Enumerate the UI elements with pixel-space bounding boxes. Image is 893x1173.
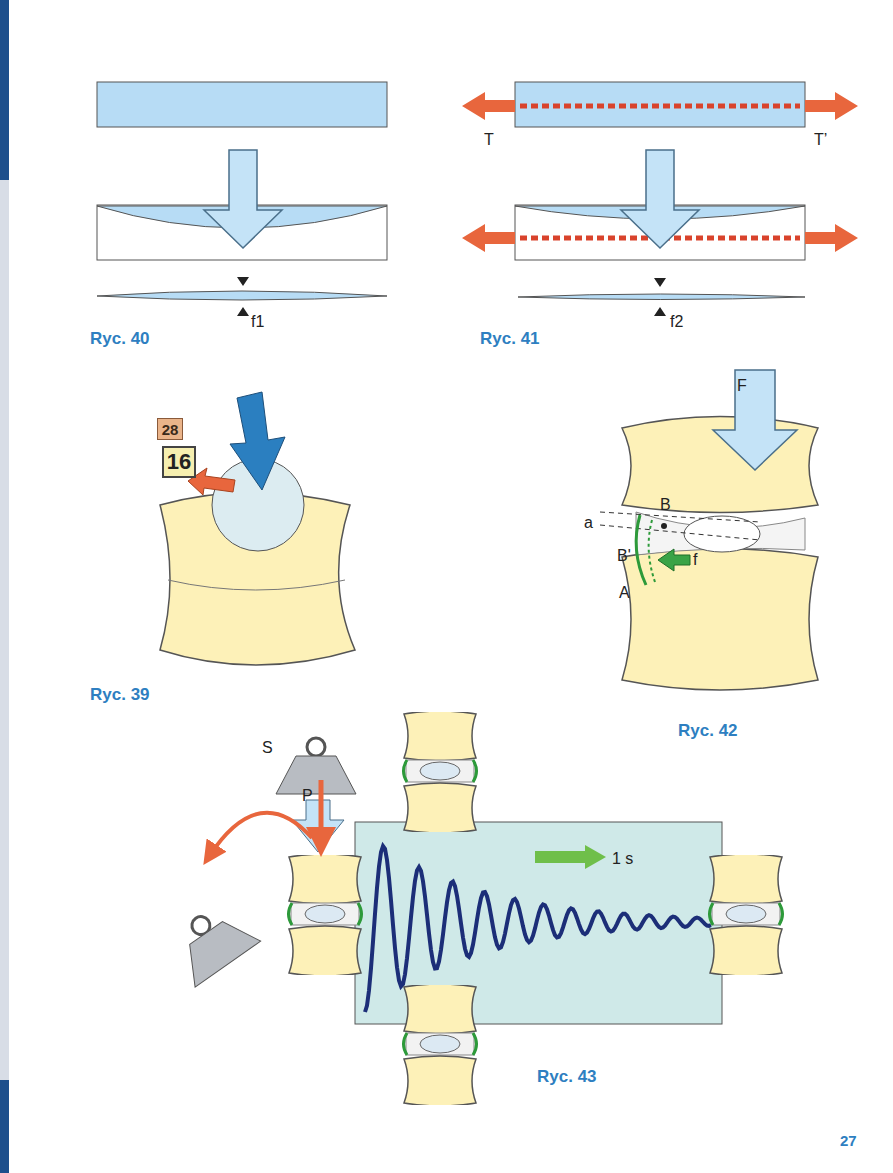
symbol-label: A <box>619 585 630 601</box>
tag-number: 28 <box>162 422 179 437</box>
symbol-label: B <box>660 497 671 513</box>
figure-caption: Ryc. 40 <box>90 330 150 347</box>
symbol-label: T’ <box>814 132 827 148</box>
symbol-label: f <box>693 552 697 568</box>
figure-caption: Ryc. 41 <box>480 330 540 347</box>
symbol-label: F <box>737 378 747 394</box>
symbol-label: P <box>302 788 313 804</box>
figure-caption: 27 <box>840 1133 857 1148</box>
symbol-label: 1 s <box>612 851 633 867</box>
symbol-label: f2 <box>670 314 683 330</box>
figure-caption: Ryc. 42 <box>678 722 738 739</box>
symbol-label: S <box>262 740 273 756</box>
symbol-label: a <box>584 515 593 531</box>
symbol-label: f1 <box>251 314 264 330</box>
symbol-label: T <box>484 132 494 148</box>
tag-box: 16 <box>162 446 196 478</box>
tag-number: 16 <box>167 451 191 473</box>
tag-box: 28 <box>157 418 183 440</box>
figure-caption: Ryc. 43 <box>537 1068 597 1085</box>
figure-caption: Ryc. 39 <box>90 686 150 703</box>
symbol-label: B' <box>617 548 631 564</box>
